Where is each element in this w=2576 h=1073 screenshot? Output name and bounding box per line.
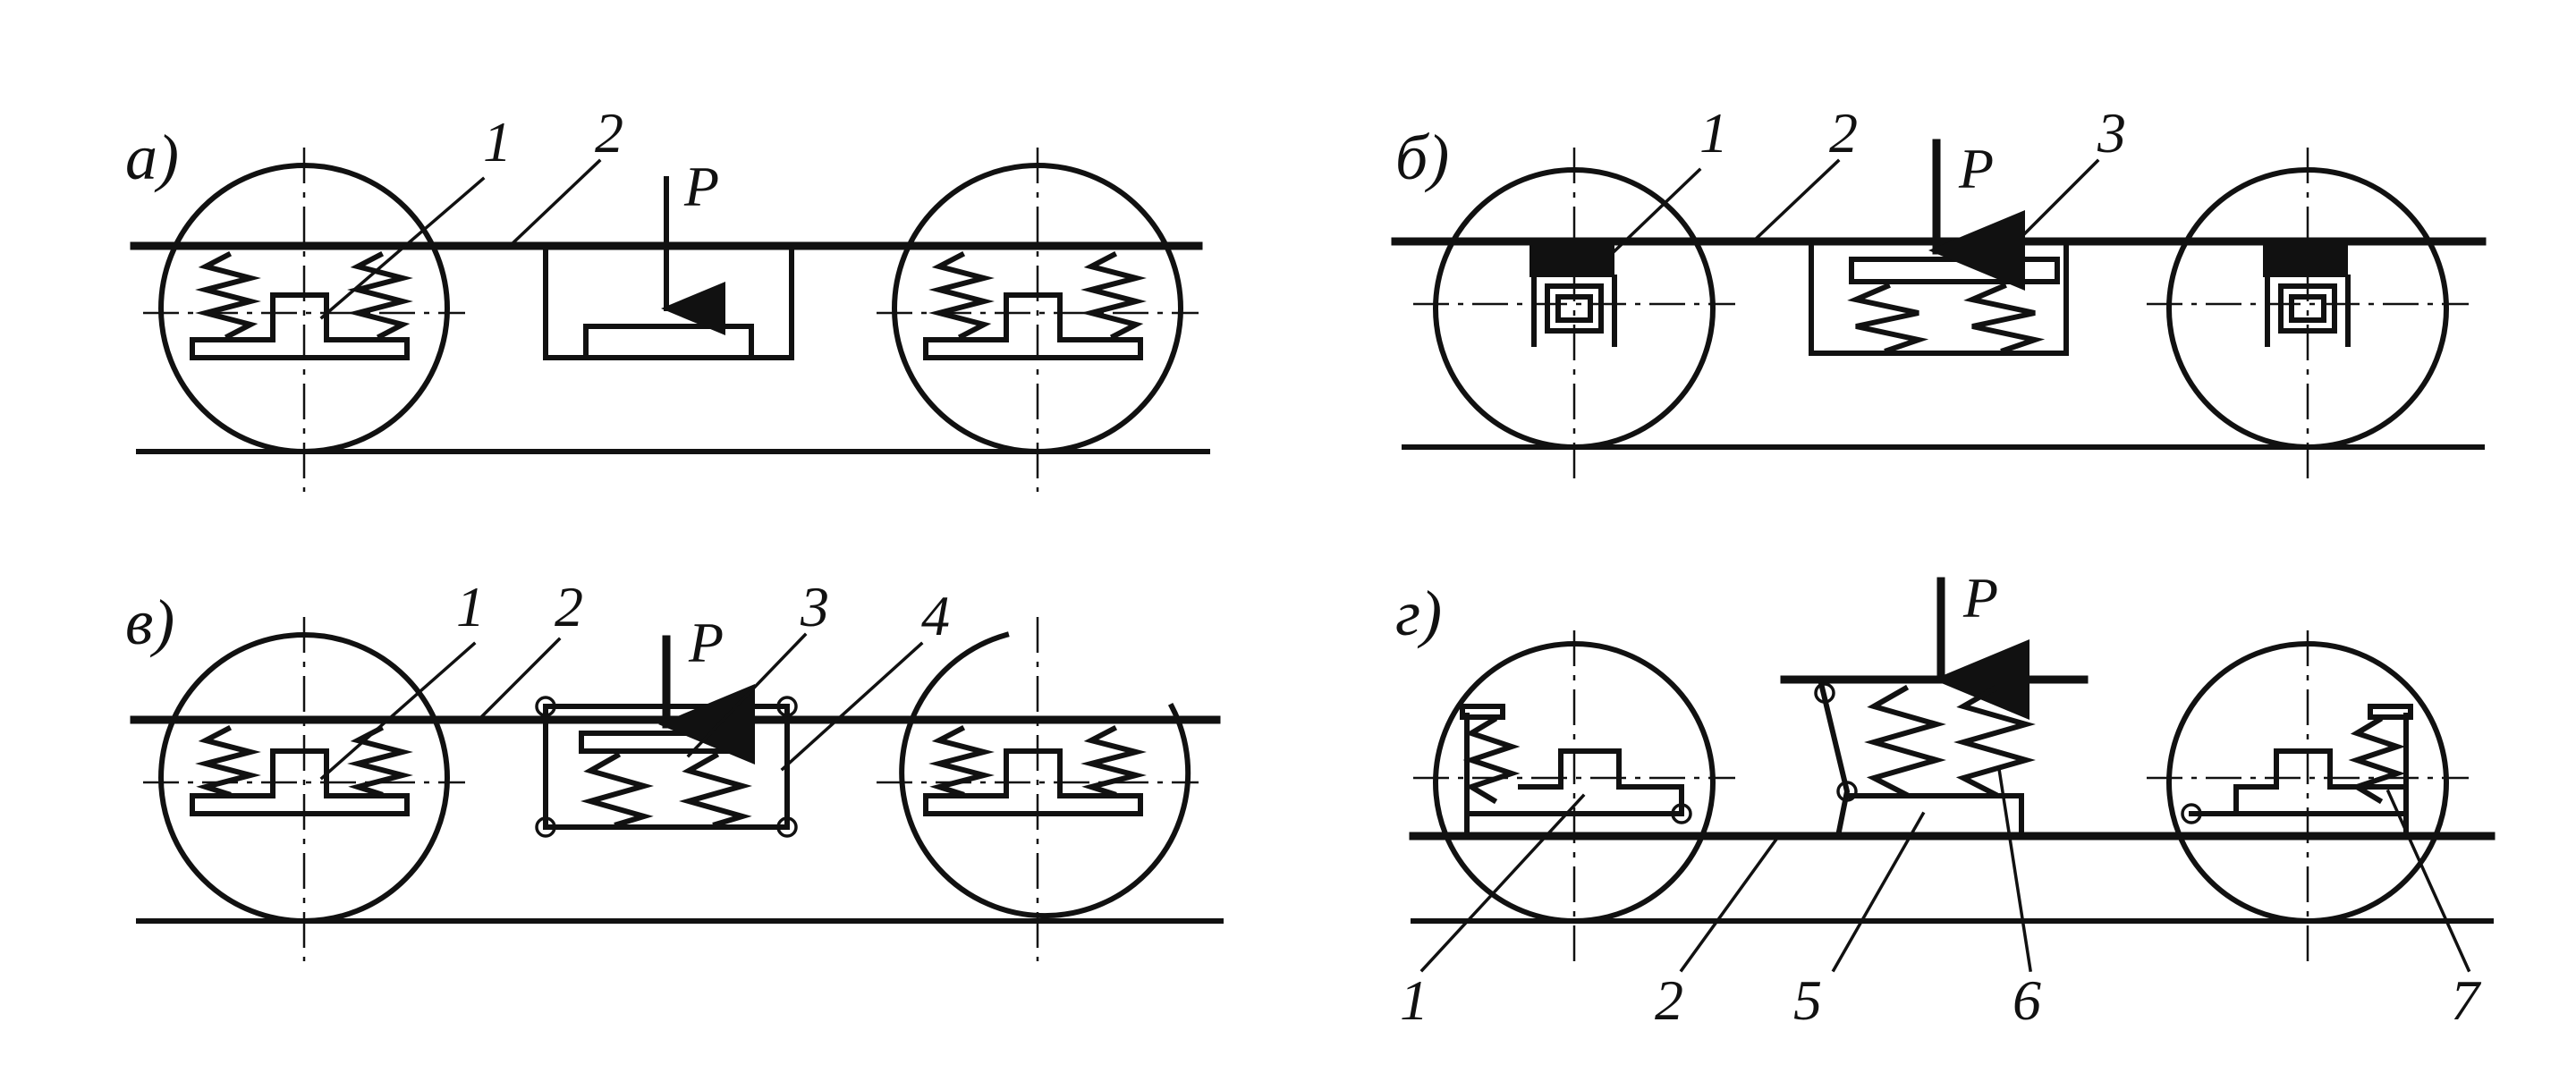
spring (1847, 283, 1929, 354)
leader-line (686, 632, 808, 758)
callout-4: 4 (921, 584, 950, 647)
axlebox-inner (1555, 294, 1593, 323)
force-label: P (688, 611, 724, 674)
pivot-joint (1671, 803, 1692, 824)
axlebox (190, 292, 410, 360)
panel-a-tag: а) (125, 122, 179, 193)
spring-cap (2368, 704, 2413, 720)
leader-line (1997, 767, 2032, 972)
panel-g: г) P 1 2 (1395, 566, 2496, 1032)
leader-line (507, 158, 602, 249)
leader-line (1594, 167, 1702, 271)
axlebox (2278, 283, 2337, 334)
spring (195, 724, 261, 798)
callout-1: 1 (456, 575, 485, 638)
axlebox (923, 292, 1143, 360)
spring (580, 751, 655, 828)
pivot-joint (776, 816, 798, 838)
pivot-joint (535, 696, 556, 717)
leader-line (476, 637, 562, 722)
spring-cap (1460, 704, 1505, 720)
spring (1963, 283, 2046, 354)
rubber-block (2263, 241, 2348, 277)
callout-2: 2 (555, 575, 583, 638)
leader-line (1831, 811, 1926, 973)
axlebox-lever (1464, 748, 1684, 816)
panel-b: б) P 1 2 3 (1391, 101, 2487, 487)
spring (928, 724, 995, 798)
axlebox-inner (2289, 294, 2326, 323)
axlebox-guide (2265, 275, 2351, 347)
swing-link (1817, 676, 1851, 840)
leader-line (319, 641, 477, 781)
center-plate (583, 324, 754, 360)
center-plate (1849, 257, 2060, 284)
leader-line (1419, 793, 1586, 973)
leader-line (1750, 158, 1841, 244)
center-housing (1809, 239, 2069, 356)
center-plate (579, 731, 754, 754)
panel-g-tag: г) (1395, 578, 1442, 649)
wheel-right-partial (899, 631, 1191, 919)
spring (1080, 724, 1147, 798)
callout-1: 1 (1699, 101, 1728, 165)
callout-2: 2 (1655, 968, 1683, 1032)
force-label: P (683, 155, 719, 218)
rubber-block (1530, 241, 1614, 277)
callout-7: 7 (2451, 968, 2482, 1032)
spring (1864, 684, 1946, 798)
pivot-joint (535, 816, 556, 838)
axlebox-guide (1531, 275, 1617, 347)
callout-5: 5 (1793, 968, 1822, 1032)
pivot-joint (1814, 682, 1835, 704)
spring (928, 250, 995, 341)
callout-3: 3 (2097, 101, 2126, 165)
panel-v-tag: в) (125, 587, 174, 658)
leader-line (319, 176, 486, 320)
force-label: P (1958, 137, 1994, 200)
pivot-joint (2181, 803, 2202, 824)
spring (347, 724, 413, 798)
pivot-joint (776, 696, 798, 717)
callout-3: 3 (800, 575, 829, 638)
spring (1080, 250, 1147, 341)
spring (195, 250, 261, 341)
leader-line (780, 641, 924, 772)
axlebox (1545, 283, 1604, 334)
spring-seat (1844, 793, 2024, 839)
callout-1: 1 (483, 110, 512, 173)
axlebox (923, 748, 1143, 816)
leader-line (1679, 838, 1778, 973)
spring (2348, 715, 2406, 805)
spring (347, 250, 413, 341)
leader-line (2385, 789, 2471, 973)
spring (1462, 715, 1521, 805)
force-label: P (1962, 566, 1998, 629)
axlebox (190, 748, 410, 816)
callout-2: 2 (595, 101, 623, 165)
spring (678, 751, 753, 828)
panel-b-tag: б) (1395, 122, 1449, 193)
leader-line (1987, 158, 2100, 271)
panel-a: а) P 1 2 (125, 101, 1210, 492)
callout-2: 2 (1829, 101, 1858, 165)
callout-6: 6 (2012, 968, 2041, 1032)
pivot-joint (1836, 781, 1858, 802)
callout-1: 1 (1400, 968, 1428, 1032)
spring (1953, 684, 2036, 798)
panel-v: в) P 1 2 3 4 (125, 575, 1224, 961)
